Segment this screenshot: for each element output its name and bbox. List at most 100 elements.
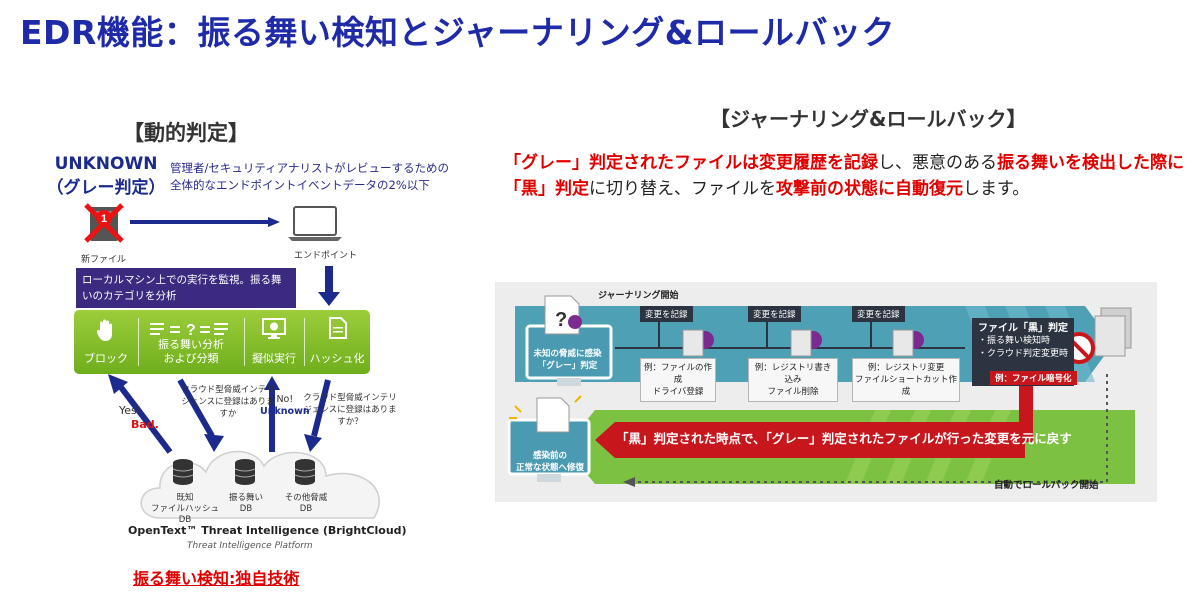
arrow-head <box>304 434 322 452</box>
behavior-detection-footer: 振る舞い検知:独自技術 <box>133 569 300 588</box>
unknown-description: 管理者/セキュリティアナリストがレビューするための全体的なエンドポイントイベント… <box>170 161 449 192</box>
restored-state-label: 感染前の 正常な状態へ修復 <box>505 450 595 474</box>
arrow-head <box>108 374 128 394</box>
example-2-line1: 例：レジストリ書き込み <box>754 363 832 385</box>
new-file-icon: 1 <box>84 203 124 243</box>
record-change-tag: 変更を記録 <box>852 306 905 322</box>
file-icon <box>790 329 812 357</box>
behavior-db-line1: 振る舞い <box>228 493 263 503</box>
dynamic-judgment-heading: 【動的判定】 <box>123 121 249 145</box>
verdict-connector <box>1019 382 1033 442</box>
restored-line2: 正常な状態へ修復 <box>515 463 584 473</box>
journaling-rollback-heading: 【ジャーナリング&ロールバック】 <box>710 107 1027 131</box>
hash-db-label: 既知 ファイルハッシュDB <box>150 493 220 526</box>
hand-stop-icon <box>96 319 112 341</box>
segment-behavior-analysis: ? 振る舞い分析 および分類 <box>138 310 244 374</box>
verdict-example: 例：ファイル暗号化 <box>990 371 1077 385</box>
no-unknown-label: No! Unknown <box>260 394 310 418</box>
example-1-line2: ドライバ登録 <box>652 387 704 397</box>
dotted-return-line <box>635 374 1108 483</box>
segment-emulation-label: 擬似実行 <box>252 352 296 365</box>
verdict-item-2: ・クラウド判定変更時 <box>978 349 1069 359</box>
unknown-label-line2: （グレー判定） <box>46 178 166 198</box>
cloud-icon <box>140 450 380 519</box>
other-threat-db-line1: その他脅威 <box>284 493 328 503</box>
segment-behavior-line2: および分類 <box>163 352 219 365</box>
analysis-symbols-icon: ? <box>150 322 228 338</box>
arrow-head <box>204 434 224 452</box>
other-threat-db-label: その他脅威 DB <box>276 493 336 515</box>
infected-screen-label: 未知の脅威に感染 「グレー」判定 <box>525 348 610 372</box>
infected-line1: 未知の脅威に感染 <box>533 349 602 359</box>
unknown-label: UNKNOWN （グレー判定） <box>42 152 170 200</box>
desc-part-5: 攻撃前の状態に自動復元 <box>776 179 963 199</box>
other-threat-db-line2: DB <box>299 504 313 514</box>
arrow-head <box>264 376 280 390</box>
segment-divider <box>244 318 245 366</box>
platform-title: OpenText™ Threat Intelligence (BrightClo… <box>128 524 407 537</box>
database-icon <box>172 459 194 485</box>
behavior-db-label: 振る舞い DB <box>220 493 272 515</box>
arrow-down-right-icon <box>177 378 215 438</box>
analysis-bar: ブロック ? 振る舞い分析 および分類 擬似実行 ハッシュ化 <box>74 310 370 374</box>
example-box-3: 例：レジストリ変更 ファイルショートカット作成 <box>852 358 960 402</box>
svg-text:?: ? <box>186 322 196 338</box>
journaling-description: 「グレー」判定されたファイルは変更履歴を記録し、悪意のある振る舞いを検出した際に… <box>504 150 1184 202</box>
hash-db-line1: 既知 <box>176 493 194 503</box>
record-change-tag: 変更を記録 <box>640 306 693 322</box>
arrow-up-left-icon <box>117 384 173 454</box>
example-1-line1: 例：ファイルの作成 <box>643 363 712 385</box>
arrow-right-icon <box>130 217 280 227</box>
yes-label: Yes! <box>119 404 142 417</box>
endpoint-label: エンドポイント <box>294 251 358 261</box>
hash-db-line2: ファイルハッシュDB <box>150 504 219 525</box>
desc-part-6: します。 <box>963 179 1030 199</box>
no-label: No! <box>276 394 294 405</box>
file-icon <box>892 329 914 357</box>
arrow-down-left-icon <box>311 379 331 437</box>
unknown-result-label: Unknown <box>260 406 310 417</box>
svg-text:?: ? <box>555 309 567 331</box>
auto-rollback-label: 自動でロールバック開始 <box>994 480 1099 491</box>
segment-emulation: 擬似実行 <box>244 310 304 374</box>
desc-part-1: 「グレー」判定されたファイルは変更履歴を記録 <box>504 153 878 173</box>
monitor-icon <box>262 318 286 339</box>
verdict-item-1: ・振る舞い検知時 <box>978 336 1051 346</box>
example-3-line1: 例：レジストリ変更 <box>867 363 945 373</box>
verdict-title: ファイル「黒」判定 <box>978 323 1068 334</box>
desc-part-3: 振る舞いを検出した際に「黒」判定 <box>504 153 1184 199</box>
segment-divider <box>138 318 139 366</box>
restored-line1: 感染前の <box>532 451 567 461</box>
sparkle-icon <box>509 395 582 419</box>
example-2-line2: ファイル削除 <box>767 387 819 397</box>
infected-line2: 「グレー」判定 <box>537 361 598 371</box>
segment-block-label: ブロック <box>84 352 128 365</box>
hash-query-note: クラウド型脅威インテリジェンスに登録はありますか <box>181 385 275 419</box>
threat-query-note: クラウド型脅威インテリジェンスに登録はありますか？ <box>303 393 397 427</box>
platform-subtitle: Threat Intelligence Platform <box>187 541 313 551</box>
rollback-red-banner <box>595 422 1025 458</box>
desc-part-4: に切り替え、ファイルを <box>589 179 776 199</box>
new-file-label: 新ファイル <box>81 255 127 265</box>
virus-icon <box>568 315 582 329</box>
segment-behavior-line1: 振る舞い分析 <box>158 338 224 351</box>
example-3-line2: ファイルショートカット作成 <box>855 375 958 397</box>
endpoint-laptop-icon <box>288 206 342 241</box>
journaling-start-label: ジャーナリング開始 <box>598 291 679 301</box>
segment-block: ブロック <box>74 310 138 374</box>
document-icon <box>329 317 347 339</box>
file-icon <box>682 329 704 357</box>
monitoring-callout: ローカルマシン上での実行を監視。振る舞いのカテゴリを分析 <box>76 268 296 308</box>
cloud-query-arrows <box>108 374 331 454</box>
segment-divider <box>304 318 305 366</box>
desc-part-2: し、悪意のある <box>878 153 997 173</box>
example-box-2: 例：レジストリ書き込み ファイル削除 <box>748 358 838 402</box>
example-box-1: 例：ファイルの作成 ドライバ登録 <box>640 358 716 402</box>
database-icon <box>294 459 316 485</box>
new-file-badge: 1 <box>101 213 107 225</box>
restored-document-icon <box>536 397 570 433</box>
segment-hashing: ハッシュ化 <box>304 310 370 374</box>
segment-behavior-analysis-label: 振る舞い分析 および分類 <box>138 338 244 366</box>
behavior-db-line2: DB <box>239 504 253 514</box>
rollback-banner-text: 「黒」判定された時点で、「グレー」判定されたファイルが行った変更を元に戻す <box>616 431 1072 446</box>
